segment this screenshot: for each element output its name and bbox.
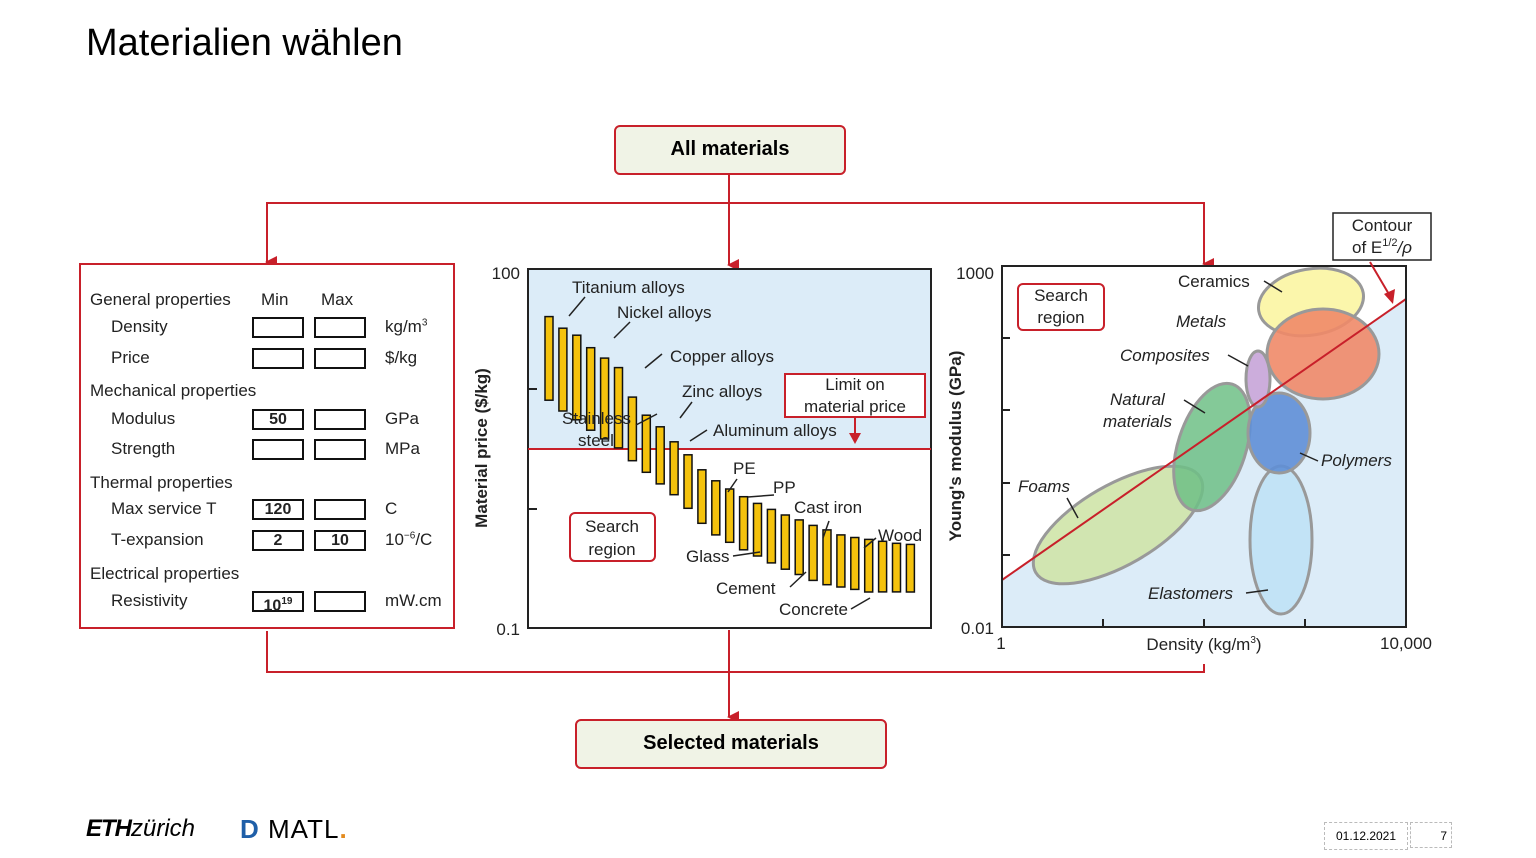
label-max-service-t: Max service T — [111, 499, 217, 518]
property-criteria-panel: General properties Min Max Density kg/m3… — [79, 263, 455, 629]
group-thermal: Thermal properties — [90, 473, 233, 492]
label-modulus: Modulus — [111, 409, 176, 428]
slide-title: Materialien wählen — [86, 22, 403, 64]
price-max-field[interactable] — [314, 348, 366, 369]
resistivity-max-field[interactable] — [314, 591, 366, 612]
eth-zurich-logo: ETHzürich — [86, 815, 196, 842]
dmatl-logo: D MATL. — [240, 814, 348, 844]
price-min-field[interactable] — [252, 348, 304, 369]
unit-density: kg/m3 — [385, 317, 428, 336]
group-electrical: Electrical properties — [90, 564, 240, 583]
col-max-header: Max — [321, 290, 354, 309]
slide-page-number: 7 — [1410, 822, 1452, 848]
label-price: Price — [111, 348, 150, 367]
density-min-field[interactable] — [252, 317, 304, 338]
unit-strength: MPa — [385, 439, 420, 458]
modulus-min-field[interactable]: 50 — [252, 409, 304, 430]
max-service-t-max-field[interactable] — [314, 499, 366, 520]
label-density: Density — [111, 317, 168, 336]
connector-bottom-join — [266, 631, 1205, 673]
unit-resistivity: mW.cm — [385, 591, 442, 610]
selected-materials-box: Selected materials — [575, 719, 887, 769]
col-min-header: Min — [261, 290, 289, 309]
label-strength: Strength — [111, 439, 176, 458]
t-expansion-min-field[interactable]: 2 — [252, 530, 304, 551]
unit-price: $/kg — [385, 348, 418, 367]
slide-date: 01.12.2021 — [1324, 822, 1408, 850]
resistivity-min-field[interactable]: 1019 — [252, 591, 304, 614]
unit-max-service-t: C — [385, 499, 398, 518]
group-general: General properties — [90, 290, 231, 309]
all-materials-box: All materials — [614, 125, 846, 175]
density-max-field[interactable] — [314, 317, 366, 338]
label-t-expansion: T-expansion — [111, 530, 204, 549]
label-resistivity: Resistivity — [111, 591, 188, 610]
group-mechanical: Mechanical properties — [90, 381, 257, 400]
connector-top-split — [266, 202, 1205, 264]
modulus-max-field[interactable] — [314, 409, 366, 430]
strength-min-field[interactable] — [252, 439, 304, 460]
t-expansion-max-field[interactable]: 10 — [314, 530, 366, 551]
unit-t-expansion: 10−6/C — [385, 530, 433, 549]
strength-max-field[interactable] — [314, 439, 366, 460]
unit-modulus: GPa — [385, 409, 420, 428]
max-service-t-min-field[interactable]: 120 — [252, 499, 304, 520]
